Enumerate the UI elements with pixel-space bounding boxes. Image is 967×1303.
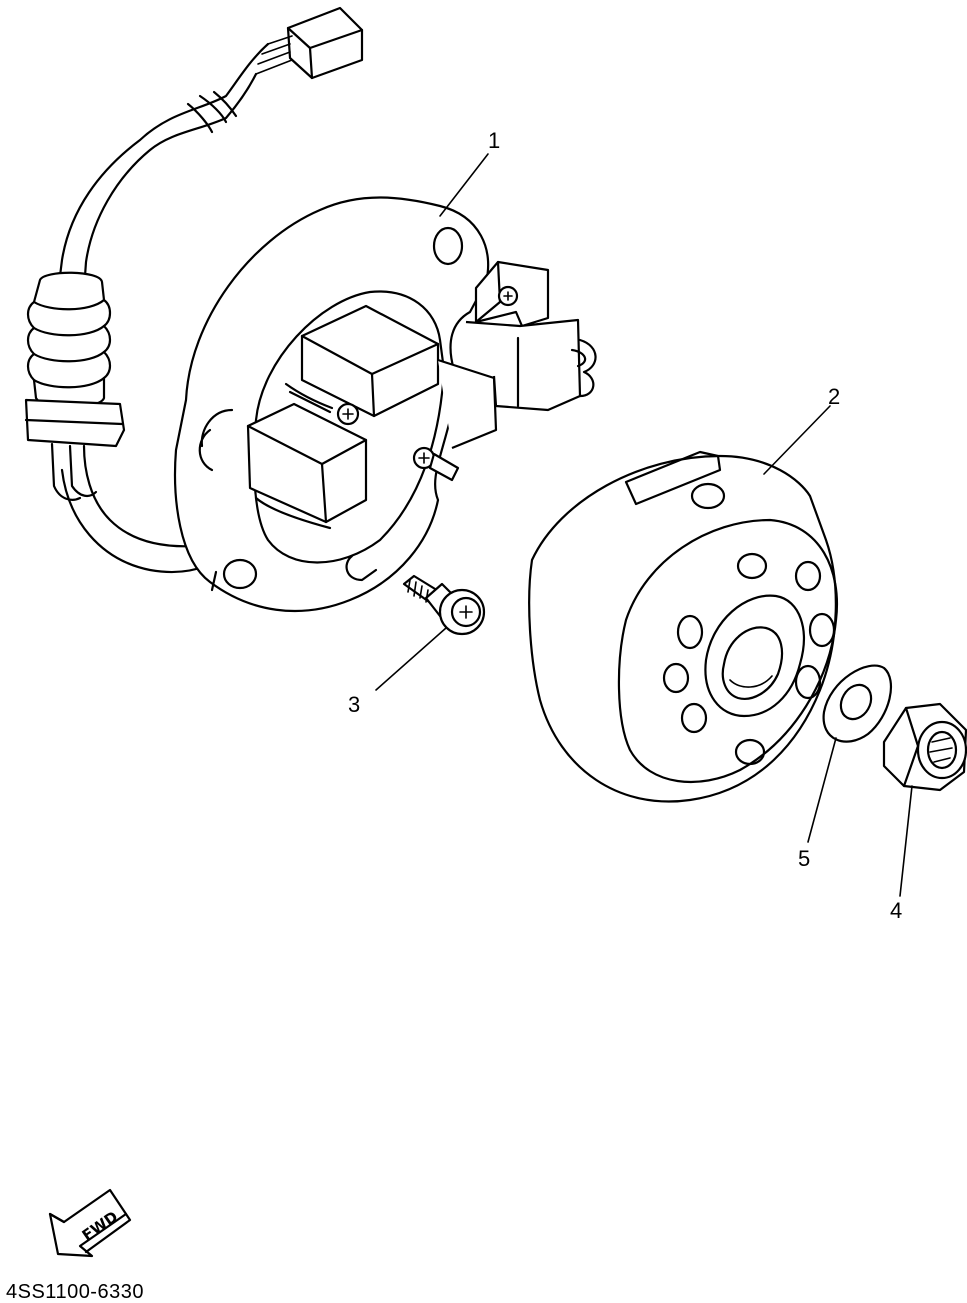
flywheel-holes (662, 552, 836, 766)
rubber-grommet (24, 271, 126, 448)
wire-connector (255, 6, 364, 80)
flywheel-nut (882, 702, 967, 792)
flywheel-rotor (528, 450, 838, 803)
mounting-screw (402, 574, 486, 636)
forward-direction-arrow: FWD (48, 1188, 132, 1258)
stator-coil-lower (246, 402, 368, 530)
stator-coil-upper (284, 304, 498, 450)
stator-assembly (24, 6, 597, 613)
callout-3: 3 (348, 692, 360, 717)
callout-5: 5 (798, 846, 810, 871)
washer (822, 664, 892, 743)
callout-2: 2 (828, 384, 840, 409)
stator-small-screw (412, 446, 460, 482)
leader-lines (375, 153, 913, 897)
pickup-coil (465, 260, 597, 412)
figure-code: 4SS1100-6330 (6, 1281, 144, 1303)
callout-1: 1 (488, 128, 500, 153)
callout-4: 4 (890, 898, 902, 923)
